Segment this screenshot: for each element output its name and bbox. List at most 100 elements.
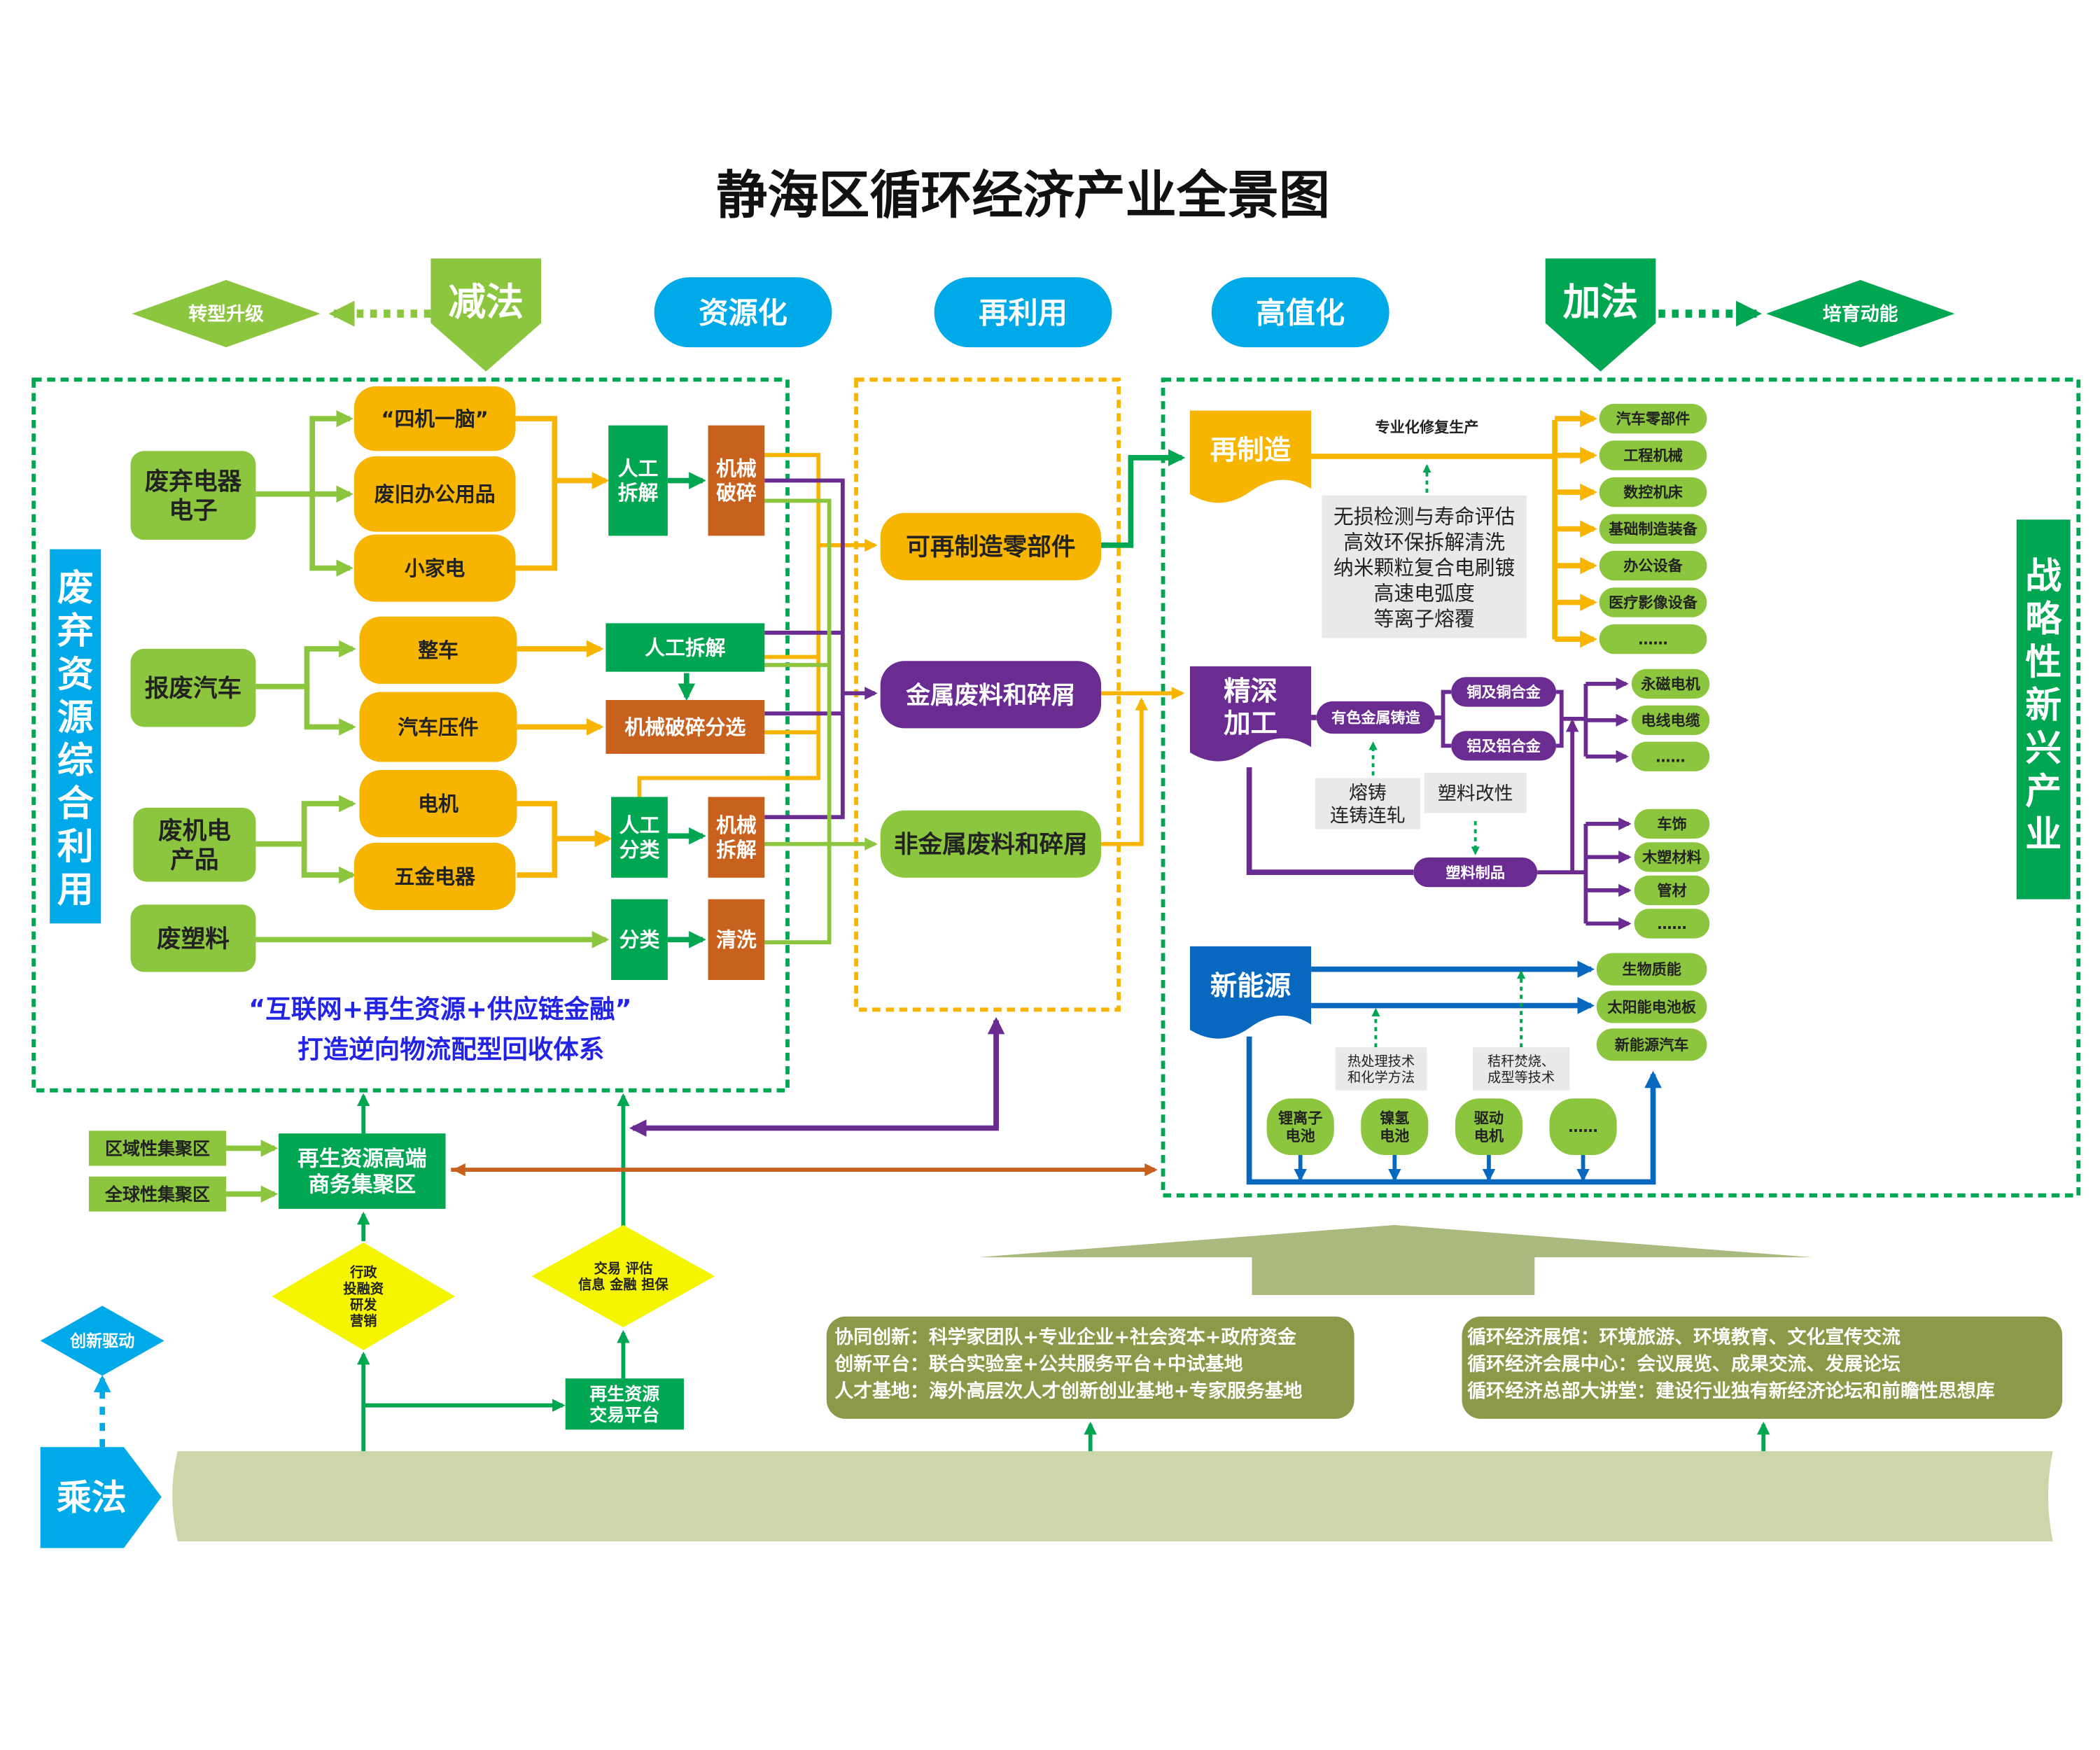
left-vertical-char: 合 [57,783,94,825]
source-e-waste-label: 废弃电器 [145,468,242,496]
energy-product-0 [1596,953,1707,986]
connector-line [517,801,558,878]
energy-component-0 [1266,1098,1334,1155]
repair-flow-label: 专业化修复生产 [1375,418,1478,435]
manual-dismantle-1-label: 人工 [618,457,659,481]
straw-tech-box [1472,1047,1570,1091]
left-vertical-char: 综 [57,740,94,782]
category-1-label: 废旧办公用品 [374,482,496,506]
machine-crush-label: 机械 [716,457,757,481]
aluminum-alloy [1451,731,1557,761]
business-hub-label: 再生资源高端 [298,1147,427,1172]
trade-platform-label: 交易平台 [589,1405,659,1425]
connector-line [629,1020,999,1137]
connector-line [301,844,356,884]
source-electromech [133,807,256,882]
plastic-output-1 [1634,842,1710,872]
plastic-modification-label: 塑料改性 [1438,783,1513,804]
right-vertical-char: 兴 [2025,728,2062,770]
energy-component-2-label: 电机 [1474,1127,1504,1144]
culture-info-line: 循环经济展馆：环境旅游、环境教育、文化宣传交流 [1467,1326,1900,1348]
right-panel-border [1161,377,2081,1198]
category-1 [354,456,516,532]
category-3-label: 整车 [418,638,458,662]
straw-tech-label: 成型等技术 [1488,1069,1555,1085]
deep-processing-node [1190,666,1312,762]
sort [611,899,668,980]
energy-component-2-label: 驱动 [1474,1110,1504,1127]
multiply-arrow [40,1447,162,1548]
deep-processing-node-label: 精深 [1224,676,1278,707]
connector-line [255,794,356,847]
heat-treatment-box [1335,1047,1427,1091]
page-title: 静海区循环经济产业全景图 [716,166,1330,225]
source-plastic [130,904,256,972]
slogan-line-2: 打造逆向物流配型回收体系 [298,1035,604,1065]
connector-line [1101,697,1149,846]
energy-product-2 [1596,1028,1707,1061]
right-vertical-char: 新 [2025,685,2062,727]
stage-reuse-pill [934,277,1112,348]
remanufacture-tech-item: 高效环保拆解清洗 [1343,531,1505,554]
copper-alloy-label: 铜及铜合金 [1466,683,1541,701]
remanufacture-product-1 [1599,440,1707,470]
energy-component-0-label: 锂离子 [1278,1110,1322,1127]
remanufacture-tech-item: 等离子熔覆 [1374,607,1475,631]
category-5 [359,770,517,838]
remanufacture-product-5 [1599,587,1707,617]
remanufacture-product-2-label: 数控机床 [1623,484,1683,501]
stage-resource-label: 资源化 [699,295,788,330]
manual-dismantle-1-label: 拆解 [618,481,659,505]
machine-crush-sort-label: 机械破碎分选 [624,715,746,739]
connector-line [764,478,845,820]
heat-treatment-label: 和化学方法 [1348,1069,1415,1085]
plastic-output-2-label: 管材 [1657,882,1686,899]
manual-dismantle-2 [606,623,765,672]
culture-info-box [1462,1316,2063,1419]
plastic-output-2 [1634,875,1710,906]
multiply-label: 乘法 [57,1477,127,1518]
right-vertical-char: 战 [2025,555,2062,597]
innovation-info-box [826,1316,1354,1419]
wash-label: 清洗 [716,928,757,952]
remanufacture-product-0-label: 汽车零部件 [1616,410,1690,428]
remanufacture-product-3 [1599,514,1707,544]
left-vertical-char: 弃 [57,610,94,652]
cultivate-label: 培育动能 [1823,303,1898,326]
plastic-products [1413,858,1538,888]
left-vertical-char: 源 [57,696,94,738]
metal-product-2-label: …… [1656,748,1685,765]
remanufacture-tech-item: 纳米颗粒复合电刷镀 [1334,556,1516,580]
remanufacture-product-0 [1599,403,1707,434]
manual-sort [611,797,668,878]
manual-dismantle-2-label: 人工拆解 [645,636,725,659]
global-cluster [88,1176,227,1212]
energy-component-3 [1549,1098,1617,1155]
plastic-products-label: 塑料制品 [1446,864,1505,881]
machine-crush-label: 破碎 [716,481,757,505]
plastic-output-3 [1634,909,1710,939]
connector-line [1246,1036,1662,1185]
nonferrous-casting-label: 有色金属铸造 [1331,709,1421,727]
category-4-label: 汽车压件 [398,715,478,739]
metal-product-0-label: 永磁电机 [1641,676,1700,693]
manual-sort-label: 人工 [620,813,660,837]
connector-line [309,493,354,577]
connector-line [255,640,356,690]
flow-connectors [93,410,1770,1465]
remanufacture-product-5-label: 医疗影像设备 [1609,594,1698,611]
remanufacture-tech-box [1322,495,1527,638]
innovation-info-line: 人才基地：海外高层次人才创新创业基地+专家服务基地 [834,1380,1302,1402]
machine-dismantle-label: 拆解 [716,838,757,862]
machine-dismantle-label: 机械 [716,813,757,837]
straw-tech-label: 秸秆焚烧、 [1488,1053,1555,1069]
new-energy-node-label: 新能源 [1210,971,1291,1002]
plastic-output-0-label: 车饰 [1657,816,1686,833]
connector-line [764,453,821,780]
remanufacture-product-6 [1599,624,1707,654]
innovation-info-line: 协同创新：科学家团队+专业企业+社会资本+政府资金 [834,1326,1297,1348]
left-vertical-char: 用 [57,869,94,911]
output-metal-scrap-label: 金属废料和碎屑 [905,682,1075,710]
remanufacture-tech-item: 高速电弧度 [1374,582,1475,606]
